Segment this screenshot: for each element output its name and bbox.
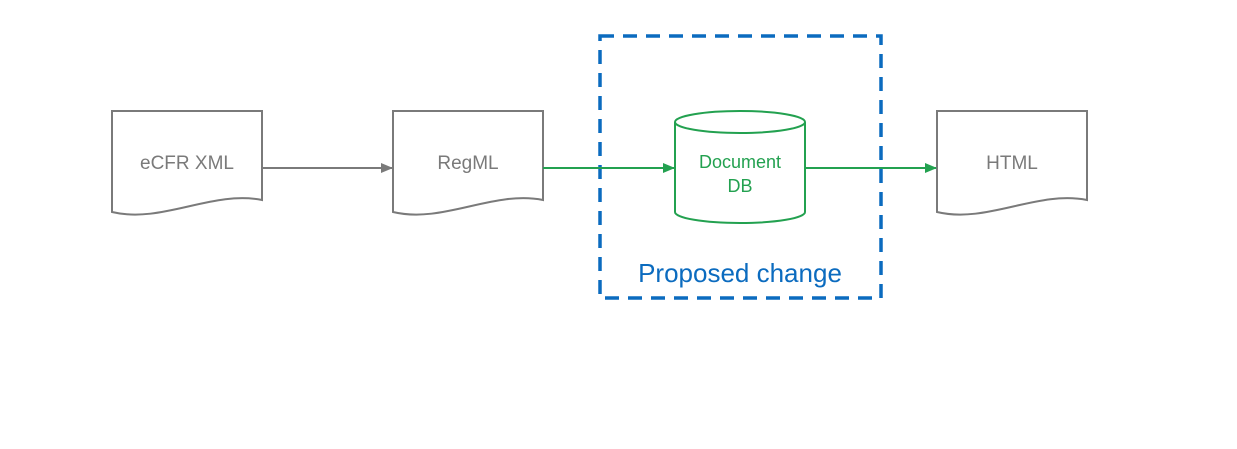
proposed-change-label: Proposed change (638, 258, 842, 288)
node-label-regml: RegML (437, 153, 498, 174)
node-regml: RegML (392, 110, 544, 216)
node-label-html: HTML (986, 153, 1038, 174)
document-shape (111, 110, 263, 216)
document-shape (936, 110, 1088, 216)
node-label-ecfr-xml: eCFR XML (140, 153, 234, 174)
node-document-db: Document DB (674, 110, 806, 224)
node-label-document-db-line2: DB (727, 176, 752, 196)
cylinder-body (674, 122, 806, 224)
cylinder-top (674, 110, 806, 134)
node-ecfr-xml: eCFR XML (111, 110, 263, 216)
node-label-document-db-line1: Document (699, 152, 781, 172)
document-shape (392, 110, 544, 216)
node-html: HTML (936, 110, 1088, 216)
